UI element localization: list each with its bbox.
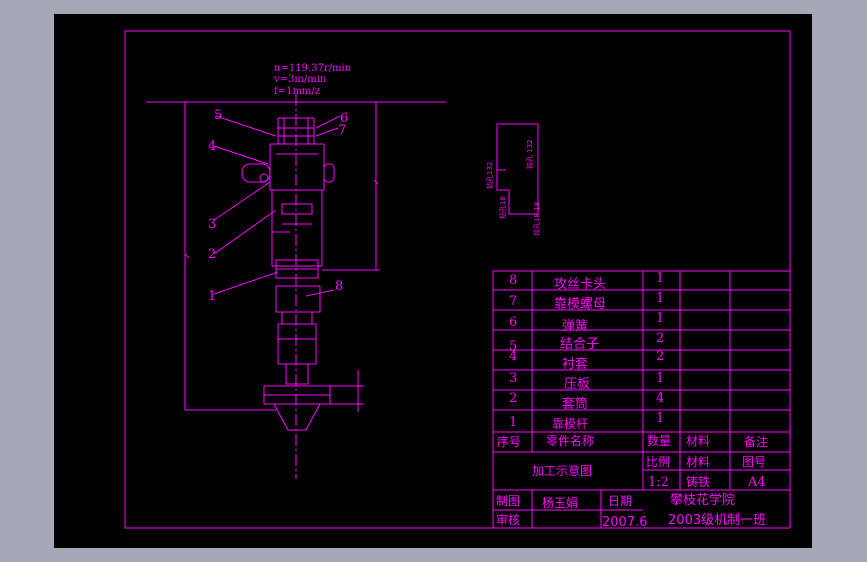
leader-4 [213,145,269,165]
row7-name: 靠模螺母 [554,297,606,312]
dim-tick-right [373,179,379,185]
row4-name: 衬套 [562,356,588,372]
cad-viewport[interactable]: n=119.37r/min v=3m/min f=1mm/z [54,14,812,548]
scale-value: 1:2 [648,475,669,490]
parts-rows: 8 攻丝卡头 1 7 靠模螺母 1 6 弹簧 1 5 结合子 2 4 衬套 2 … [509,271,664,431]
callout-5: 5 [214,108,222,123]
row3-qty: 1 [656,371,664,386]
row2-name: 套筒 [562,396,588,412]
table-headers: 序号 零件名称 数量 材料 备注 [497,433,768,449]
param-feed: f=1mm/z [274,86,320,97]
school-name: 攀枝花学院 [670,492,735,508]
header-qty: 数量 [647,433,671,448]
leader-3 [213,181,271,221]
date-label: 日期 [608,494,632,508]
row1-name: 靠模杆 [552,417,588,431]
callout-labels: 5 6 7 4 3 2 1 8 [208,108,348,304]
class-name: 2003级机制一班 [668,513,766,528]
leader-2 [213,209,277,255]
header-remark: 备注 [744,434,768,449]
row6-no: 6 [509,315,517,330]
checked-label: 审核 [496,512,520,527]
callout-2: 2 [208,247,216,262]
part-clamp [241,163,271,183]
leader-7 [315,127,339,137]
part-workpiece [273,403,321,431]
drawing-border [124,30,791,529]
drawing-no-label: 图号 [742,455,766,469]
row1-no: 1 [509,415,517,430]
row8-qty: 1 [656,271,664,286]
sheet-size: A4 [747,475,766,490]
header-no: 序号 [497,434,521,449]
callout-8: 8 [335,279,343,294]
parts-table [492,270,791,529]
row8-no: 8 [509,273,517,288]
row6-name: 弹簧 [562,318,588,334]
row6-qty: 1 [656,311,664,326]
header-material: 材料 [686,434,710,448]
row4-no: 4 [509,349,517,364]
leader-6 [315,115,341,129]
dim-upper-right: 铰孔 132 [525,139,534,169]
drawn-label: 制图 [496,494,520,508]
row5-name: 结合子 [560,337,599,352]
title-block: 加工示意图 比例 材料 图号 1:2 铸铁 A4 制图 杨玉娟 日期 审核 20… [496,455,766,530]
row5-no: 5 [509,339,517,354]
row2-no: 2 [509,391,517,406]
drawn-by: 杨玉娟 [542,495,578,510]
hole-detail [496,123,539,215]
material-value: 铸铁 [686,474,710,489]
dim-upper-left: 钻孔132 [485,162,494,189]
row4-qty: 2 [656,349,664,364]
callout-6: 6 [340,111,348,126]
row2-qty: 4 [656,391,664,406]
row3-no: 3 [509,371,517,386]
row5-qty: 2 [656,331,664,346]
leader-5 [215,115,277,137]
dim-tick-left [184,253,190,259]
row7-no: 7 [509,294,517,309]
part-sleeve [271,189,323,267]
callout-1: 1 [208,289,216,304]
hole-dims: 钻孔132 铰孔 132 钻孔18 铰孔18 18 [485,139,541,236]
callout-3: 3 [208,217,216,232]
callout-7: 7 [338,123,346,138]
row7-qty: 1 [656,291,664,306]
dim-lower-left: 钻孔18 [498,196,507,219]
date-value: 2007.6 [602,515,648,530]
part-flange [269,143,325,191]
leader-1 [213,271,279,295]
drawing-name: 加工示意图 [532,463,592,478]
scale-label: 比例 [646,455,670,469]
leader-8 [305,289,335,297]
row1-qty: 1 [656,411,664,426]
param-speed: n=119.37r/min [274,63,352,74]
part-tapping-chuck [275,285,321,313]
header-name: 零件名称 [546,433,594,448]
material-label: 材料 [686,455,710,469]
part-holder [277,323,317,365]
callout-4: 4 [208,139,216,154]
row3-name: 压板 [564,377,590,392]
dim-lower-right: 铰孔18 18 [532,202,541,236]
param-velocity: v=3m/min [273,74,327,85]
assembly-drawing: n=119.37r/min v=3m/min f=1mm/z [124,30,791,530]
row8-name: 攻丝卡头 [554,277,606,292]
